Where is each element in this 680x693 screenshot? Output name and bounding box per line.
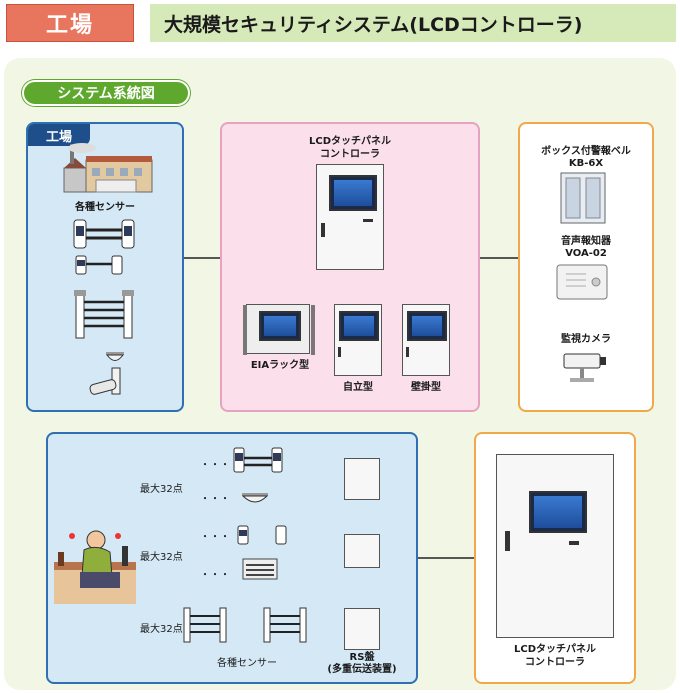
bell-label-line1: ボックス付警報ベル (541, 146, 631, 157)
lcd-main-cabinet (316, 164, 384, 270)
security-camera-icon (563, 353, 606, 382)
max-points-label-2: 最大32点 (140, 552, 183, 563)
dots-1: ・・・ (200, 460, 230, 471)
voice-alarm-icon (556, 264, 608, 300)
dots-4: ・・・ (200, 570, 230, 581)
rs-label-line1: RS盤 (349, 652, 375, 663)
eia-rack-label: EIAラック型 (250, 360, 310, 371)
factory-sensors-label: 各種センサー (75, 202, 135, 213)
rs-label-line2: (多重伝送装置) (327, 664, 397, 675)
factory-building-icon (63, 143, 153, 193)
keypad-panel-icon (242, 558, 278, 580)
rs-panel-1 (344, 458, 380, 500)
page-title: 大規模セキュリティシステム(LCDコントローラ) (150, 4, 676, 42)
alarm-bell-box-icon (560, 172, 606, 224)
main-lcd-label-line1: LCDタッチパネル (513, 644, 596, 655)
main-lcd-screen (529, 491, 587, 533)
wallmount-controller (402, 304, 450, 376)
intruder-illustration-icon (54, 530, 136, 604)
lcd-title-line1: LCDタッチパネル (308, 136, 391, 147)
main-lcd-label-line2: コントローラ (525, 657, 585, 668)
standalone-label: 自立型 (343, 382, 373, 393)
header-tag: 工場 (6, 4, 134, 42)
rs-panel-2 (344, 534, 380, 568)
dots-3: ・・・ (200, 532, 230, 543)
bell-label-line2: KB-6X (568, 158, 604, 169)
camera-pole-sensor-icon (89, 367, 121, 395)
bottom-short-beam-icon (237, 525, 287, 545)
lcd-title-line2: コントローラ (320, 149, 380, 160)
section-pill: システム系統図 (22, 80, 190, 106)
camera-label: 監視カメラ (561, 334, 611, 345)
short-beam-sensor-icon (75, 255, 123, 275)
eia-screen (259, 311, 301, 341)
max-points-label-3: 最大32点 (140, 624, 183, 635)
wallmount-screen (407, 311, 447, 341)
lcd-screen (329, 175, 377, 211)
main-lcd-cabinet (496, 454, 614, 638)
voice-label-line2: VOA-02 (565, 248, 607, 259)
wallmount-label: 壁掛型 (411, 382, 441, 393)
bottom-beam-sensor-icon (233, 447, 283, 473)
voice-label-line1: 音声報知器 (561, 236, 611, 247)
beam-sensor-icon (73, 219, 135, 249)
bottom-sensors-label: 各種センサー (217, 658, 277, 669)
standalone-screen (339, 311, 379, 341)
max-points-label-1: 最大32点 (140, 484, 183, 495)
standalone-controller (334, 304, 382, 376)
dots-2: ・・・ (200, 494, 230, 505)
factory-box-title: 工場 (28, 124, 90, 146)
fence-sensor-icon (74, 290, 134, 339)
rs-panel-3 (344, 608, 380, 650)
bottom-dome-sensor-icon (241, 493, 269, 503)
eia-rack-controller (243, 304, 315, 355)
dome-sensor-icon (106, 352, 124, 361)
bottom-fence-sensor-icon (183, 607, 307, 643)
